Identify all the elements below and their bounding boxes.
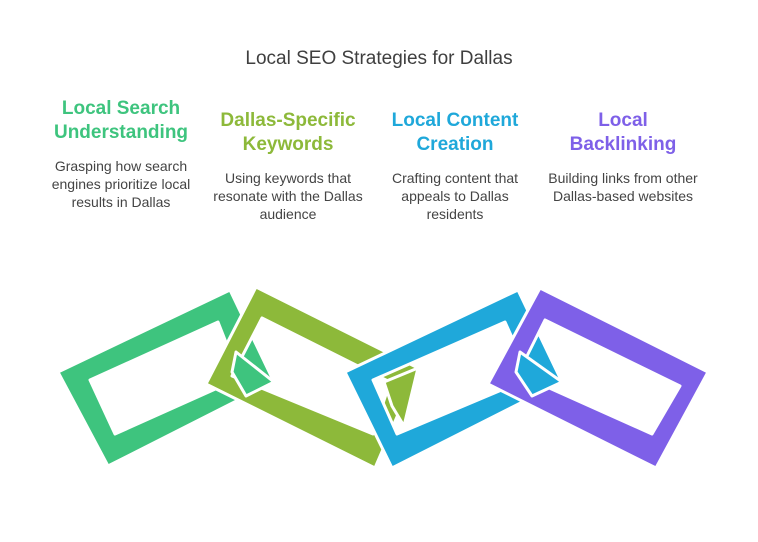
item-heading: Local Content Creation — [391, 110, 519, 155]
chain-overlap-green-icon — [230, 350, 276, 398]
item-heading: Local Backlinking — [569, 110, 677, 155]
diagram-title: Local SEO Strategies for Dallas — [245, 48, 513, 69]
chain-overlap-lime-icon — [382, 366, 420, 428]
item-heading: Local Search Understanding — [53, 98, 189, 143]
item-local-content-creation: Local Content Creation Crafting content … — [375, 109, 535, 223]
item-description: Crafting content that appeals to Dallas … — [391, 170, 519, 222]
item-description: Grasping how search engines prioritize l… — [51, 158, 191, 210]
item-description: Using keywords that resonate with the Da… — [213, 170, 363, 222]
item-heading: Dallas-Specific Keywords — [220, 110, 356, 155]
chain-overlap-blue-icon — [514, 350, 564, 398]
item-local-backlinking: Local Backlinking Building links from ot… — [543, 109, 703, 205]
item-local-search-understanding: Local Search Understanding Grasping how … — [41, 97, 201, 211]
item-description: Building links from other Dallas-based w… — [548, 170, 698, 204]
item-dallas-specific-keywords: Dallas-Specific Keywords Using keywords … — [208, 109, 368, 223]
